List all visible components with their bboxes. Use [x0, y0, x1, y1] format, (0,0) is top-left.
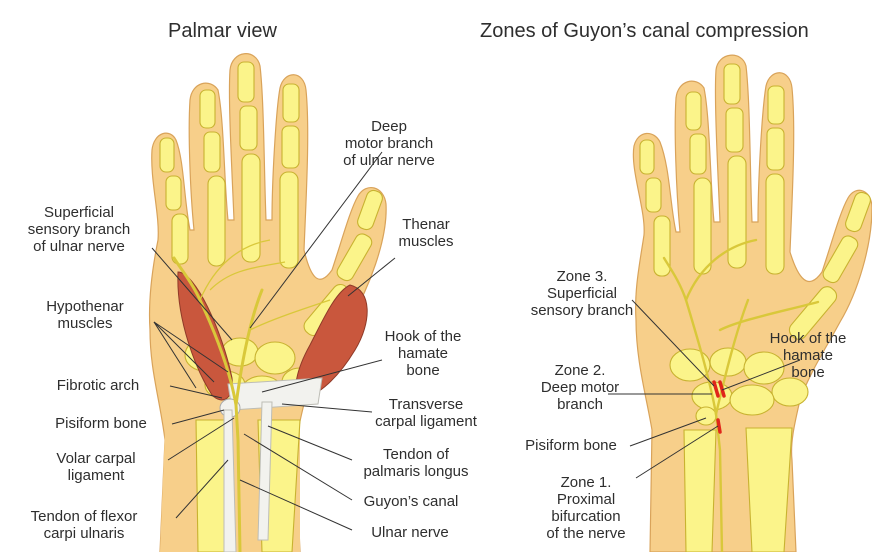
label-fibrotic-arch: Fibrotic arch	[38, 377, 158, 394]
label-pisiform-bone: Pisiform bone	[34, 415, 168, 432]
label-zone-pisiform-bone: Pisiform bone	[506, 437, 636, 454]
title-zones: Zones of Guyon’s canal compression	[480, 20, 809, 43]
label-ulnar-nerve: Ulnar nerve	[360, 524, 460, 541]
title-palmar-view: Palmar view	[168, 20, 277, 43]
right-hand	[633, 55, 872, 552]
transverse-carpal-ligament	[228, 378, 322, 410]
label-guyons-canal: Guyon’s canal	[356, 493, 466, 510]
